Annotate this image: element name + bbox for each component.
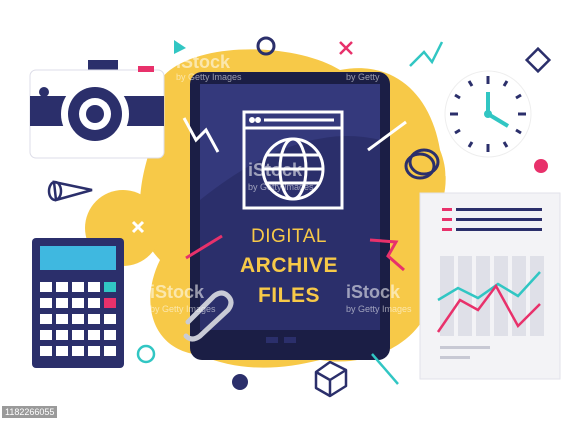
triangle-icon	[174, 40, 186, 54]
zigzag-icon	[409, 41, 444, 67]
cone-icon	[47, 180, 93, 202]
headline-line-1: DIGITAL	[251, 226, 327, 247]
ring-teal	[136, 344, 156, 364]
paperclip-icon	[183, 290, 234, 342]
cross-icon	[339, 41, 353, 55]
cube-icon	[314, 360, 348, 398]
calculator-icon	[32, 238, 124, 368]
stock-id-label: 1182266055	[2, 406, 58, 418]
zigzag-pink	[369, 238, 405, 272]
pink-dot	[534, 159, 548, 173]
chart-document-icon	[419, 192, 561, 380]
diamond-icon	[524, 46, 552, 74]
navy-dot	[232, 374, 248, 390]
globe-browser-icon	[242, 110, 344, 210]
line-white	[367, 120, 407, 152]
headline-line-3: FILES	[257, 284, 320, 307]
coin-icon	[404, 148, 440, 180]
ring-icon	[256, 36, 276, 56]
clock-icon	[444, 70, 532, 158]
yellow-circle-cross	[131, 220, 145, 234]
decorations	[47, 36, 552, 398]
camera-icon	[29, 60, 165, 159]
zigzag-white	[182, 117, 220, 153]
line-teal	[371, 353, 399, 385]
line-pink	[185, 234, 223, 260]
headline-line-2: ARCHIVE	[239, 254, 338, 277]
